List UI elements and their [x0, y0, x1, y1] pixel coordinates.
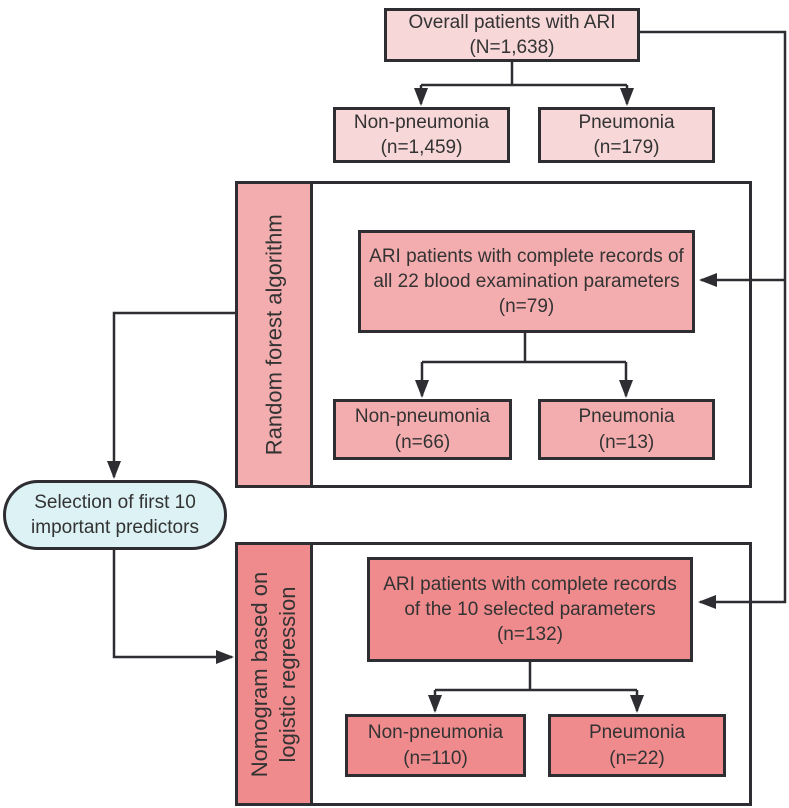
nomogram-label: Nomogram based on logistic regression [247, 571, 302, 776]
connector-selection-to-nomogram [112, 550, 234, 664]
top-non-pneumonia-label: Non-pneumonia [353, 111, 490, 133]
random-forest-label-panel: Random forest algorithm [235, 181, 313, 488]
top-pneumonia-box: Pneumonia (n=179) [538, 107, 715, 163]
lr-central-line1: ARI patients with complete records [383, 573, 677, 595]
lr-pneumonia-count: (n=22) [609, 747, 665, 769]
random-forest-label: Random forest algorithm [261, 214, 287, 455]
lr-central-count: (n=132) [496, 624, 564, 646]
overall-patients-box: Overall patients with ARI (N=1,638) [384, 8, 640, 62]
lr-non-pneumonia-count: (n=110) [403, 747, 468, 769]
nomogram-label-line2: logistic regression [275, 585, 301, 763]
lr-non-pneumonia-box: Non-pneumonia (n=110) [345, 714, 526, 777]
overall-patients-count: (N=1,638) [469, 37, 555, 58]
lr-non-pneumonia-label: Non-pneumonia [367, 722, 504, 744]
nomogram-label-panel: Nomogram based on logistic regression [235, 542, 313, 806]
rf-central-line1: ARI patients with complete records of [369, 245, 684, 267]
rf-central-line2: all 22 blood examination parameters [373, 270, 680, 292]
rf-pneumonia-count: (n=13) [598, 431, 655, 453]
rf-pneumonia-box: Pneumonia (n=13) [538, 399, 715, 460]
rf-non-pneumonia-label: Non-pneumonia [354, 406, 491, 428]
top-pneumonia-label: Pneumonia [578, 111, 675, 133]
top-non-pneumonia-box: Non-pneumonia (n=1,459) [333, 107, 510, 163]
lr-central-line2: of the 10 selected parameters [404, 598, 656, 620]
rf-non-pneumonia-count: (n=66) [394, 431, 451, 453]
random-forest-label-wrap: Random forest algorithm [238, 184, 310, 485]
selection-line1: Selection of first 10 [34, 491, 196, 513]
top-non-pneumonia-count: (n=1,459) [380, 137, 463, 158]
connector-overall-to-row2 [414, 62, 634, 106]
lr-central-box: ARI patients with complete records of th… [367, 557, 693, 662]
lr-pneumonia-label: Pneumonia [588, 722, 686, 744]
rf-pneumonia-label: Pneumonia [578, 406, 675, 428]
rf-central-count: (n=79) [498, 296, 555, 318]
connector-rf-to-selection [107, 311, 235, 479]
lr-pneumonia-box: Pneumonia (n=22) [548, 714, 726, 777]
rf-central-box: ARI patients with complete records of al… [358, 230, 695, 333]
nomogram-label-line1: Nomogram based on [247, 571, 273, 777]
nomogram-label-wrap: Nomogram based on logistic regression [238, 545, 310, 803]
selection-line2: important predictors [31, 517, 199, 538]
selection-predictors-pill: Selection of first 10 important predicto… [3, 480, 227, 550]
overall-patients-line1: Overall patients with ARI [408, 11, 616, 33]
rf-non-pneumonia-box: Non-pneumonia (n=66) [333, 399, 512, 460]
top-pneumonia-count: (n=179) [593, 137, 660, 158]
